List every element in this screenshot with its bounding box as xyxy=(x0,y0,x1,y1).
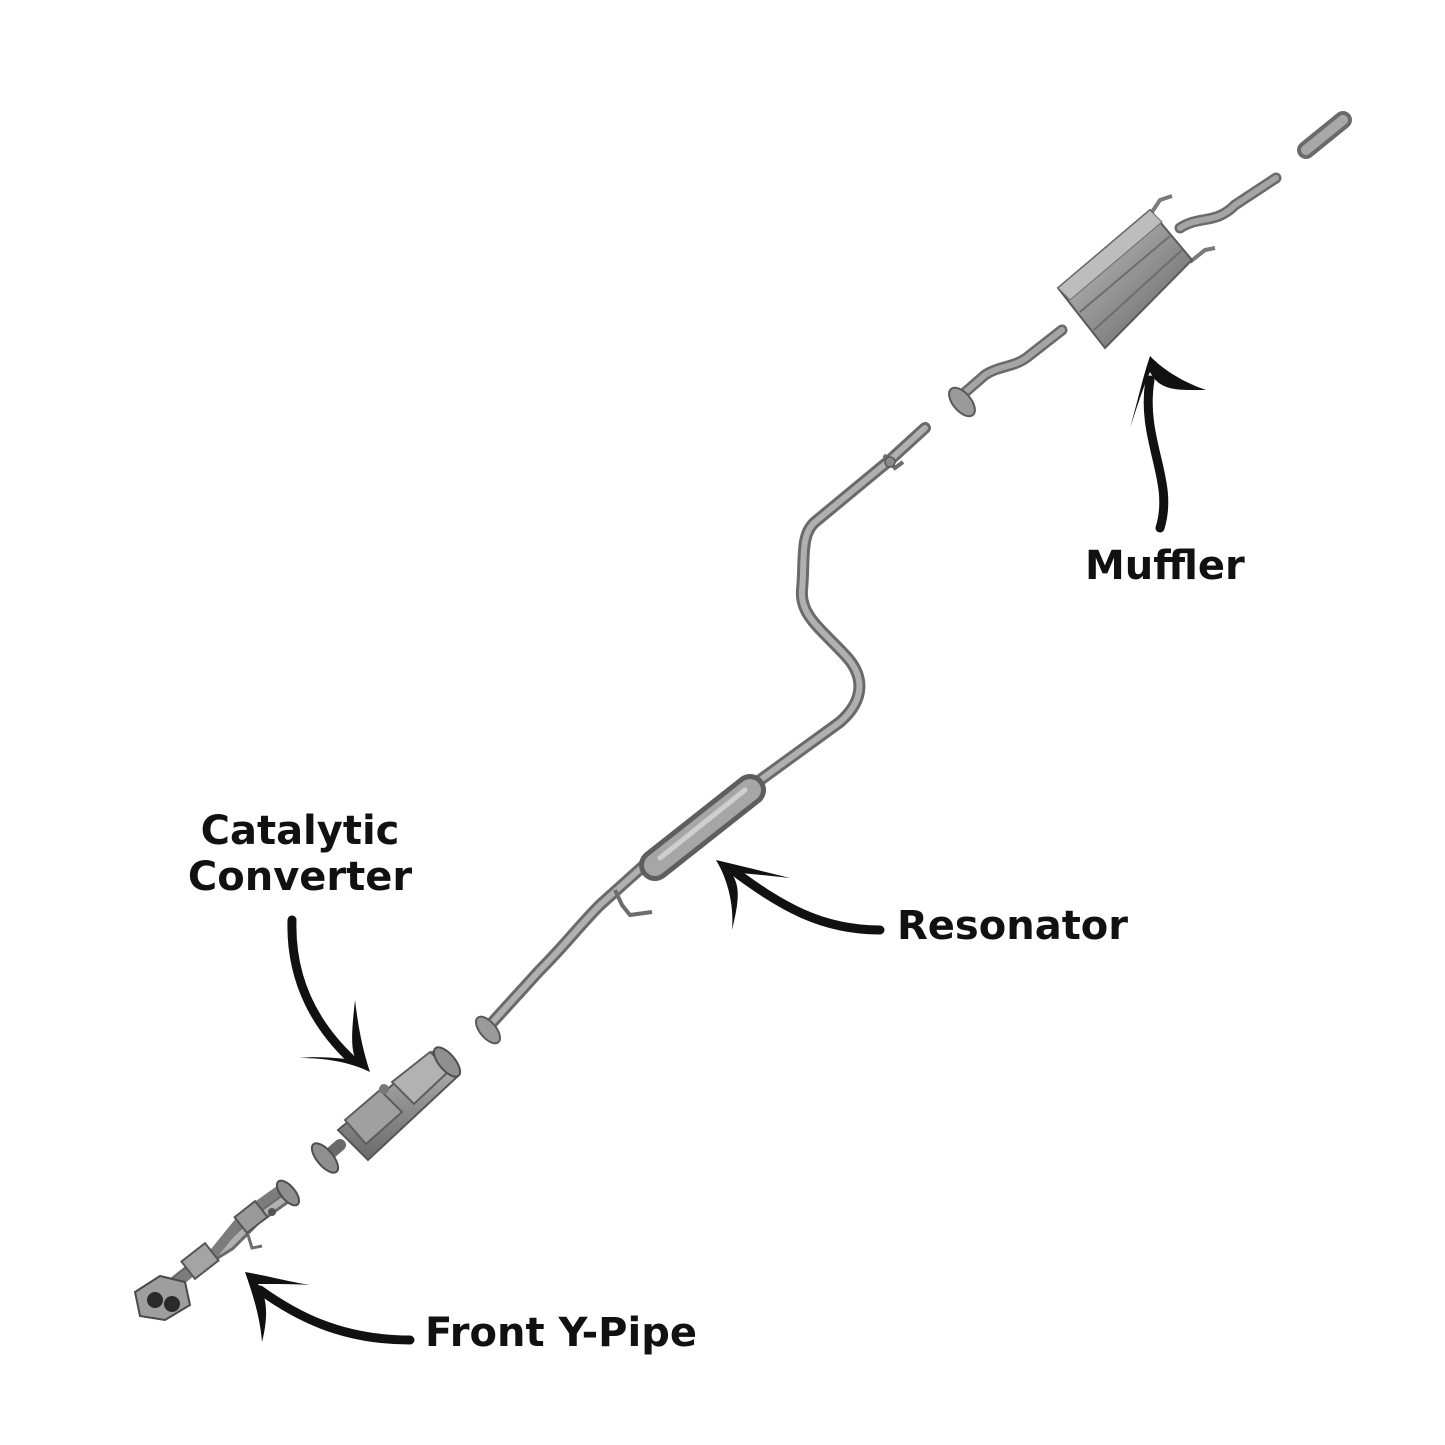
resonator-label: Resonator xyxy=(897,903,1129,949)
resonator-arrow xyxy=(716,860,885,935)
catalytic-converter-part xyxy=(310,1046,462,1174)
tail-pipe-tip xyxy=(1297,111,1352,159)
muffler-part xyxy=(948,172,1282,418)
catalytic-converter-label-line1: Catalytic xyxy=(200,808,400,854)
catalytic-converter-label-line2: Converter xyxy=(187,854,413,900)
muffler-arrow xyxy=(1130,356,1206,533)
front-y-pipe-arrow xyxy=(245,1272,415,1345)
catalytic-converter-label: Catalytic Converter xyxy=(160,808,440,900)
muffler-label: Muffler xyxy=(1085,543,1245,589)
front-y-pipe-label: Front Y-Pipe xyxy=(425,1310,697,1356)
resonator-part xyxy=(475,422,931,1045)
catalytic-converter-arrow xyxy=(287,915,370,1072)
front-y-pipe-part xyxy=(133,1179,301,1322)
